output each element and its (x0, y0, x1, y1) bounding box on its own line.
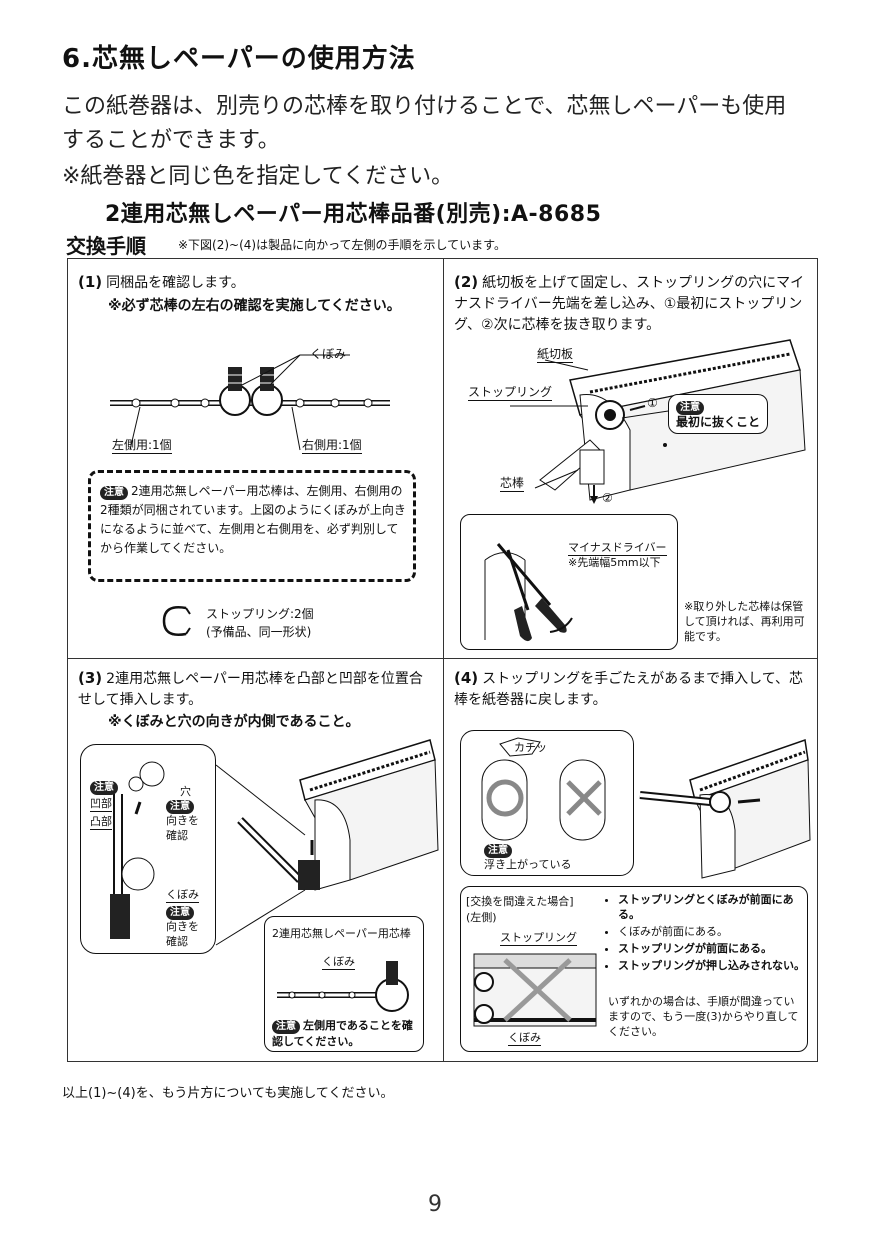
step3-direction-label-1: 向きを確認 (166, 814, 199, 842)
step2-caution-text: 最初に抜くこと (676, 415, 761, 429)
step4-number: (4) (454, 669, 479, 687)
step1-right-label: 右側用:1個 (302, 438, 362, 454)
step1-left-label: 左側用:1個 (112, 438, 172, 454)
step4-kubomi-label: くぼみ (508, 1031, 541, 1046)
step2-caution-badge: 注意 (676, 398, 707, 415)
intro-line-2: することができます。 (62, 128, 280, 153)
step2-driver-box (460, 514, 678, 650)
step4-mistake-side: (左側) (466, 911, 497, 924)
step1-note: ※必ず芯棒の左右の確認を実施してください。 (108, 298, 401, 314)
step2-mark2: ② (602, 491, 613, 505)
step3-holder-illustration (215, 739, 439, 946)
step2-mark1: ① (647, 396, 658, 410)
caution-badge: 注意 (100, 486, 128, 500)
step2-number: (2) (454, 273, 479, 291)
procedure-title: 交換手順 (66, 234, 146, 258)
list-item: ストップリングとくぼみが前面にある。 (618, 892, 814, 922)
step3-kubomi-label: くぼみ (166, 888, 199, 903)
page-number: 9 (428, 1192, 442, 1217)
step3-caution-badge-1: 注意 (90, 779, 121, 795)
steps-grid (67, 258, 818, 1062)
step2-driver-label: マイナスドライバー (568, 541, 667, 556)
step4-instruction: (4)ストップリングを手ごたえがあるまで挿入して、芯棒を紙巻器に戻します。 (454, 668, 810, 711)
step3-detail-illustration (110, 761, 165, 939)
list-item: ストップリングが押し込みされない。 (618, 958, 814, 973)
step3-instruction: (3)2連用芯無しペーパー用芯棒を凸部と凹部を位置合せして挿入します。 (78, 668, 434, 711)
step3-core-kubomi: くぼみ (322, 955, 355, 970)
step4-holder-illustration (639, 738, 811, 879)
step3-note: ※くぼみと穴の向きが内側であること。 (108, 714, 360, 730)
step3-left-use: 注意左側用であることを確認してください。 (272, 1019, 413, 1048)
step1-ring-sub: (予備品、同一形状) (206, 625, 312, 639)
step1-caution-box (88, 470, 416, 582)
step2-core-label: 芯棒 (500, 476, 525, 492)
screwdriver-icon (484, 543, 573, 642)
step1-text: 同梱品を確認します。 (106, 275, 245, 291)
step4-conclusion: いずれかの場合は、手順が間違っていますので、もう一度(3)からやり直してください… (608, 995, 799, 1038)
procedure-note: ※下図(2)~(4)は製品に向かって左側の手順を示しています。 (178, 238, 506, 252)
step1-ring-label: ストップリング:2個 (206, 607, 314, 621)
step4-stop-ring-label: ストップリング (500, 931, 577, 946)
step1-number: (1) (78, 273, 103, 291)
step4-floating-label: 浮き上がっている (484, 858, 572, 871)
step3-convex-label: 凸部 (90, 815, 112, 830)
stop-ring-icon (162, 606, 191, 636)
step3-direction-label-2: 向きを確認 (166, 920, 199, 948)
step2-paper-cutter-label: 紙切板 (537, 347, 574, 363)
grid-divider-horizontal (67, 658, 818, 659)
footer-note: 以上(1)~(4)を、もう片方についても実施してください。 (62, 1086, 394, 1101)
step4-caution-badge: 注意 (484, 842, 515, 858)
step4-click-label: カチッ (514, 741, 547, 754)
step3-core-name: 2連用芯無しペーパー用芯棒 (272, 927, 411, 940)
step3-core-illustration (277, 961, 409, 1012)
intro-line-1: この紙巻器は、別売りの芯棒を取り付けることで、芯無しペーパーも使用 (62, 94, 787, 119)
step1-caution-text: 2連用芯無しペーパー用芯棒は、左側用、右側用の2種類が同梱されています。上図のよ… (100, 484, 406, 555)
step2-driver-sub: ※先端幅5mm以下 (568, 556, 661, 569)
step4-check-illustration (481, 737, 606, 841)
step3-hole-label: 穴 (180, 785, 191, 798)
step3-concave-label: 凹部 (90, 797, 112, 812)
step3-number: (3) (78, 669, 103, 687)
step3-caution-badge-3: 注意 (166, 904, 197, 920)
step1-instruction: (1)同梱品を確認します。 (78, 272, 434, 294)
section-heading: 6.芯無しペーパーの使用方法 (62, 44, 416, 74)
step1-core-illustration (110, 354, 390, 451)
intro-line-3: ※紙巻器と同じ色を指定してください。 (62, 164, 454, 189)
step2-instruction: (2)紙切板を上げて固定し、ストップリングの穴にマイナスドライバー先端を差し込み… (454, 272, 810, 336)
step3-text: 2連用芯無しペーパー用芯棒を凸部と凹部を位置合せして挿入します。 (78, 671, 423, 708)
step4-mistake-title: [交換を間違えた場合] (466, 895, 574, 908)
list-item: ストップリングが前面にある。 (618, 941, 814, 956)
step3-caution-badge-2: 注意 (166, 798, 197, 814)
list-item: くぼみが前面にある。 (618, 924, 814, 939)
step2-stop-ring-label: ストップリング (468, 385, 553, 401)
step1-kubomi-label: くぼみ (310, 347, 347, 361)
step4-mistake-illustration (473, 953, 597, 1027)
step2-reuse-note: ※取り外した芯棒は保管して頂ければ、再利用可能です。 (684, 600, 805, 643)
step4-mistake-list: ストップリングとくぼみが前面にある。 くぼみが前面にある。 ストップリングが前面… (606, 892, 814, 973)
step4-text: ストップリングを手ごたえがあるまで挿入して、芯棒を紙巻器に戻します。 (454, 671, 804, 708)
product-number: 2連用芯無しペーパー用芯棒品番(別売):A-8685 (105, 202, 602, 227)
step2-text: 紙切板を上げて固定し、ストップリングの穴にマイナスドライバー先端を差し込み、①最… (454, 275, 805, 333)
grid-divider-vertical (443, 258, 444, 1062)
